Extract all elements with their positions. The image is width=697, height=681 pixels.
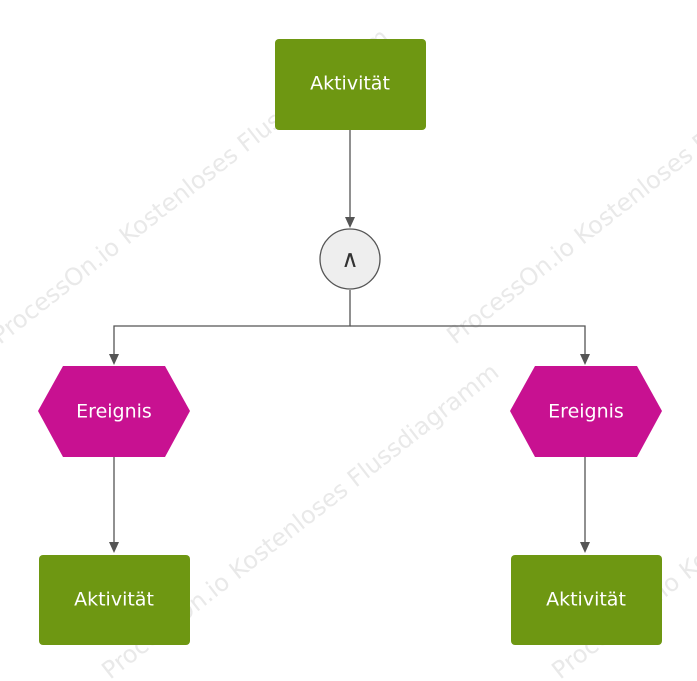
activity-shape — [511, 555, 662, 645]
event-node-right[interactable]: Ereignis — [510, 366, 662, 457]
activity-label: Aktivität — [310, 73, 390, 95]
activity-shape — [275, 39, 426, 130]
arrowhead — [580, 354, 590, 365]
event-label: Ereignis — [76, 401, 152, 423]
watermark-text: ProcessOn.io Kostenloses Flussdiagramm — [441, 23, 697, 350]
arrowhead — [109, 354, 119, 365]
activity-label: Aktivität — [74, 589, 154, 611]
event-node-left[interactable]: Ereignis — [38, 366, 190, 457]
activity-label: Aktivität — [546, 589, 626, 611]
activity-node-top[interactable]: Aktivität — [275, 39, 426, 130]
activity-shape — [39, 555, 190, 645]
activity-node-right[interactable]: Aktivität — [511, 555, 662, 645]
edges — [109, 130, 590, 553]
activity-node-left[interactable]: Aktivität — [39, 555, 190, 645]
event-label: Ereignis — [548, 401, 624, 423]
and-gateway-node[interactable]: ∧ — [319, 228, 381, 290]
and-operator-icon: ∧ — [341, 245, 359, 273]
event-shape — [510, 366, 662, 457]
gateway-shape — [319, 228, 381, 290]
arrowhead — [580, 542, 590, 553]
event-shape — [38, 366, 190, 457]
arrowhead — [109, 542, 119, 553]
edge-gateway-to-right-event — [350, 325, 586, 355]
arrowhead — [345, 217, 355, 228]
edge-gateway-to-left-event — [113, 290, 351, 355]
